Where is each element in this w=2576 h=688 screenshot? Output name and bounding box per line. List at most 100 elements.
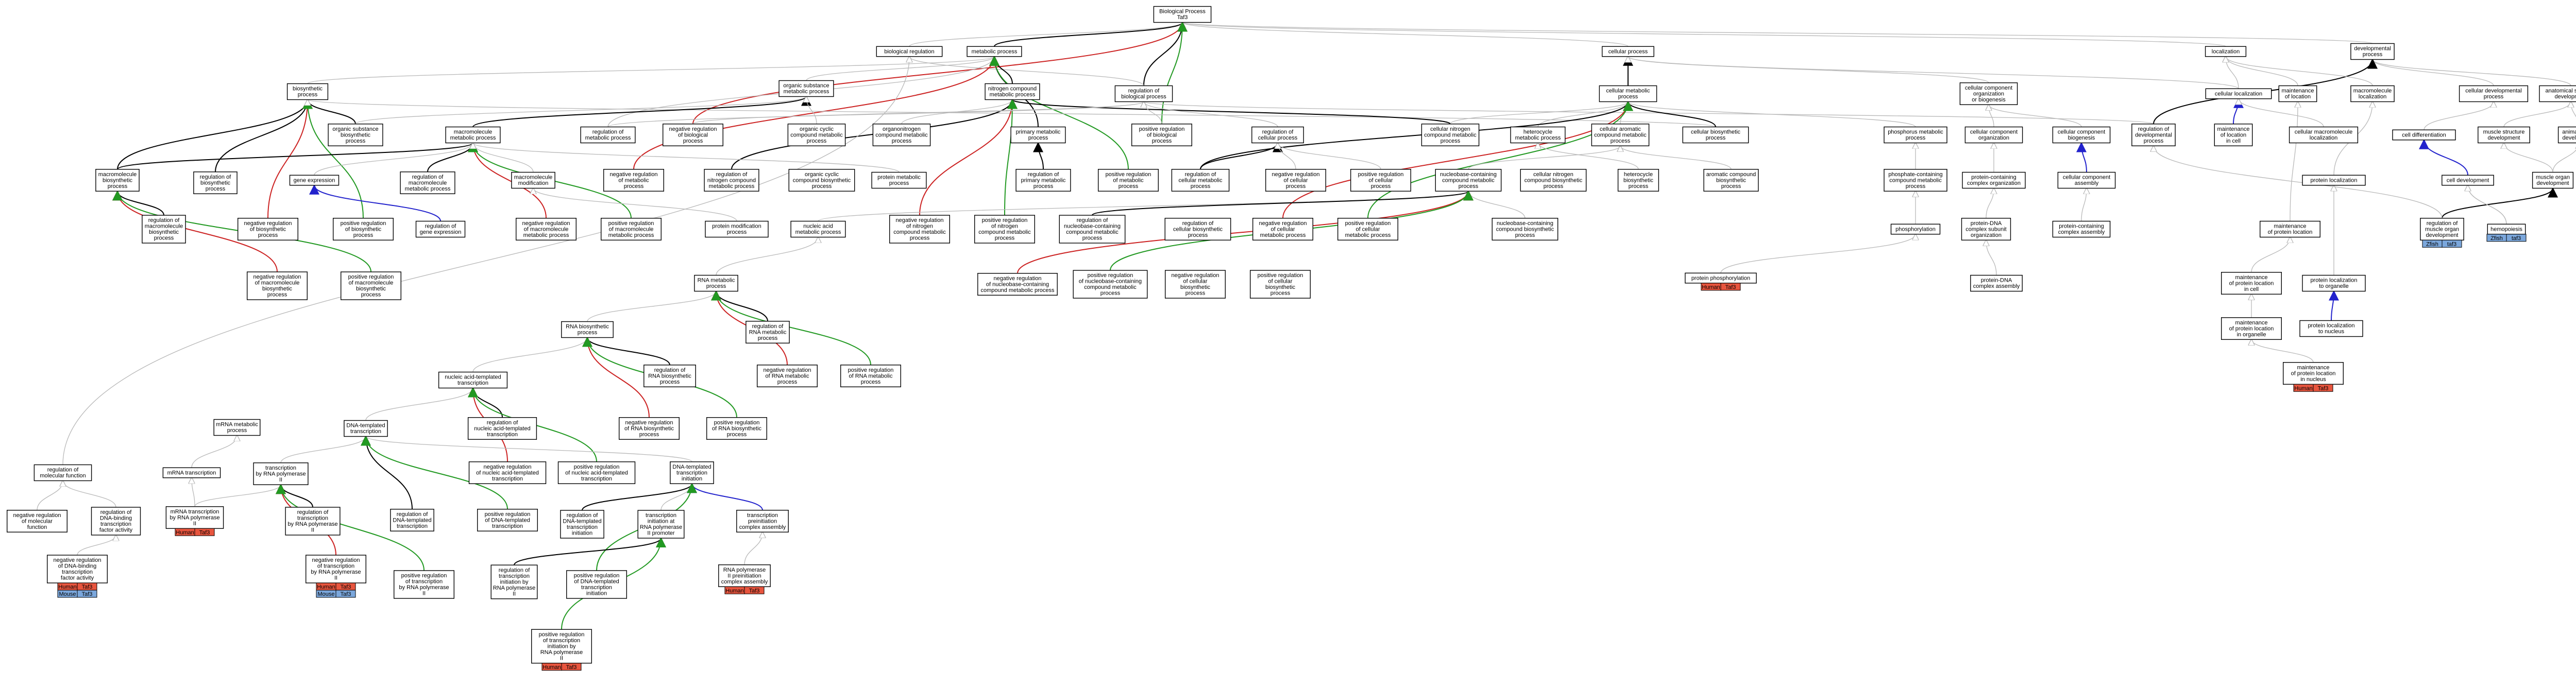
go-term-node[interactable]: mRNA transcription (162, 467, 221, 478)
go-term-node[interactable]: regulation ofnucleobase-containingcompou… (1059, 215, 1126, 244)
go-term-node[interactable]: localization (2205, 46, 2247, 57)
go-term-node[interactable]: cellular process (1602, 46, 1654, 57)
go-term-node[interactable]: hemopoiesis (2487, 223, 2526, 235)
go-term-node[interactable]: phosphorylation (1890, 223, 1941, 235)
go-term-node[interactable]: regulation ofDNA-templatedtranscriptioni… (560, 510, 604, 539)
go-term-node[interactable]: biological regulation (876, 46, 943, 57)
go-term-node[interactable]: metabolic process (967, 46, 1022, 57)
go-term-node[interactable]: protein phosphorylation (1685, 272, 1757, 284)
go-term-node[interactable]: cellular localization (2205, 88, 2272, 99)
go-term-node[interactable]: regulation ofmacromoleculebiosyntheticpr… (142, 215, 186, 244)
go-term-node[interactable]: regulation ofDNA-bindingtranscriptionfac… (91, 507, 141, 536)
go-term-node[interactable]: protein localization (2302, 175, 2366, 186)
